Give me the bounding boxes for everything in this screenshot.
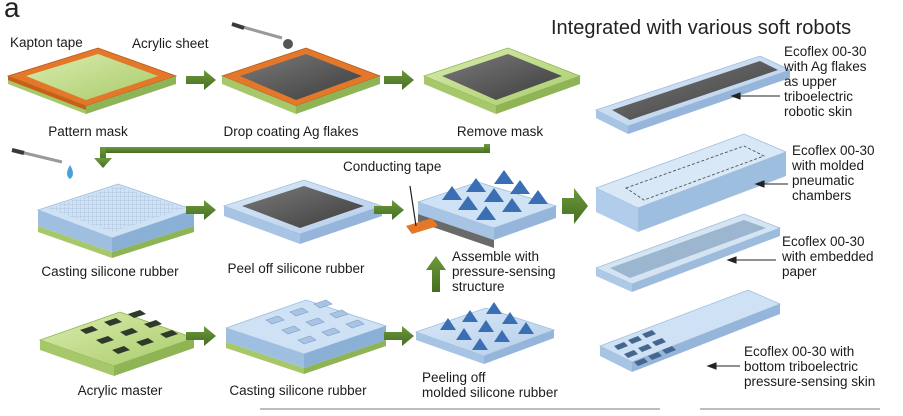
label-casting-silicone-2: Casting silicone rubber — [229, 383, 367, 398]
peel-off-slab — [222, 179, 384, 244]
label-layer-pneumatic: Ecoflex 00-30 with molded pneumatic cham… — [792, 143, 875, 203]
return-connector-arrow — [94, 144, 490, 168]
diagram-title: Integrated with various soft robots — [551, 17, 852, 39]
label-peel-off: Peel off silicone rubber — [227, 261, 365, 276]
arrow-right-5 — [186, 326, 216, 346]
dropper-icon-2 — [11, 148, 73, 179]
label-drop-coating: Drop coating Ag flakes — [223, 124, 359, 139]
arrow-right-4 — [374, 200, 404, 220]
label-layer-upper-skin: Ecoflex 00-30 with Ag flakes as upper tr… — [784, 44, 867, 119]
acrylic-master-slab — [38, 310, 196, 376]
label-conducting-tape: Conducting tape — [343, 159, 442, 174]
label-remove-mask: Remove mask — [456, 124, 544, 139]
label-casting-silicone: Casting silicone rubber — [41, 264, 179, 279]
arrow-right-1 — [186, 70, 216, 90]
label-acrylic-sheet: Acrylic sheet — [132, 36, 209, 51]
layer-pneumatic — [594, 133, 788, 232]
drop-coating-slab — [220, 47, 382, 114]
label-acrylic-master: Acrylic master — [77, 383, 163, 398]
remove-mask-slab — [422, 47, 582, 114]
arrow-up — [426, 256, 446, 292]
label-layer-bottom-skin: Ecoflex 00-30 with bottom triboelectric … — [744, 344, 876, 389]
label-peeling-off: Peeling off molded silicone rubber — [422, 370, 558, 400]
casting-mold-slab — [224, 299, 388, 374]
layer-paper — [594, 213, 782, 292]
molded-silicone-slab — [414, 302, 556, 364]
arrow-right-3 — [186, 200, 216, 220]
assembled-sensor — [406, 170, 558, 248]
pattern-mask-slab — [6, 47, 178, 114]
arrow-right-2 — [384, 70, 414, 90]
layer-bottom-skin — [599, 289, 782, 372]
arrow-to-stack — [562, 188, 588, 224]
arrow-right-6 — [384, 326, 414, 346]
conducting-tape-pointer — [409, 185, 417, 227]
label-assemble: Assemble with pressure-sensing structure — [452, 249, 556, 294]
layer-pointers — [706, 92, 788, 370]
dropper-icon — [231, 22, 293, 49]
label-kapton-tape: Kapton tape — [10, 35, 83, 50]
label-pattern-mask: Pattern mask — [48, 124, 128, 139]
layer-upper-skin — [594, 55, 792, 134]
panel-label: a — [4, 0, 20, 23]
label-layer-paper: Ecoflex 00-30 with embedded paper — [782, 234, 874, 279]
casting-silicone-slab — [36, 183, 196, 258]
